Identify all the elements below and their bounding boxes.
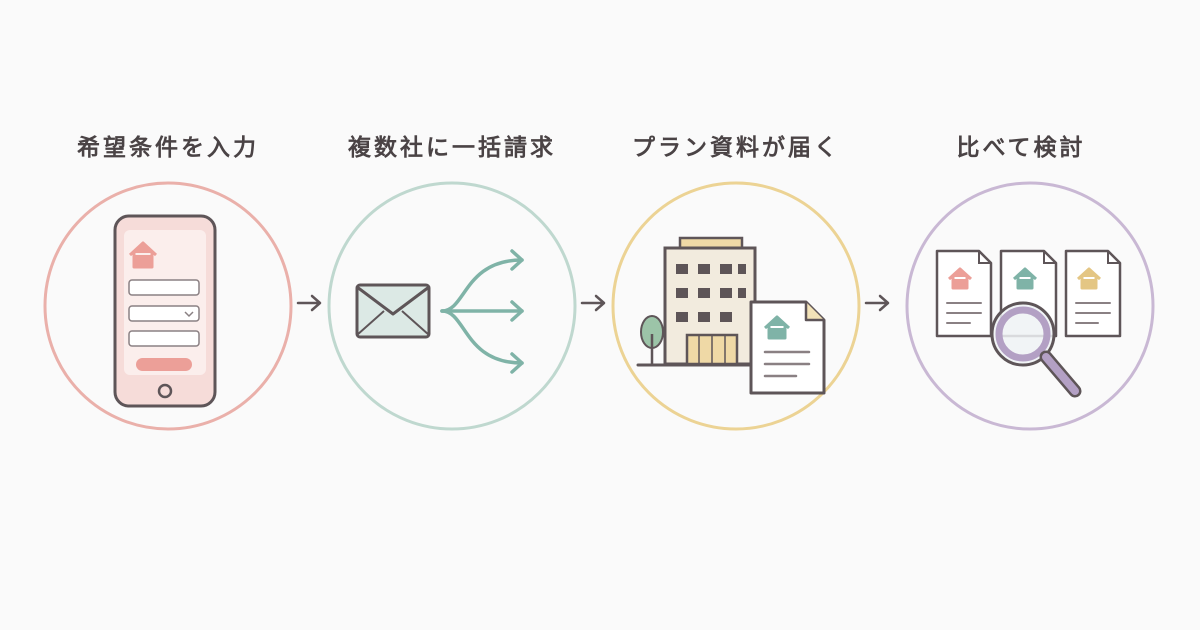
step-4-circle <box>905 181 1155 431</box>
step-2-circle <box>327 181 577 431</box>
flow-arrow-2-icon <box>580 294 606 312</box>
step-3-title: プラン資料が届く <box>632 135 840 161</box>
building-document-icon <box>636 236 826 395</box>
step-2-title: 複数社に一括請求 <box>348 135 556 161</box>
flow-arrow-3-icon <box>864 294 890 312</box>
step-1-title: 希望条件を入力 <box>77 135 259 161</box>
compare-magnifier-icon <box>935 249 1122 398</box>
step-1-circle <box>43 181 293 431</box>
step-4-title: 比べて検討 <box>956 135 1086 161</box>
envelope-branch-icon <box>355 249 524 374</box>
flow-arrow-1-icon <box>296 294 322 312</box>
smartphone-form-icon <box>113 214 217 408</box>
step-3-circle <box>611 181 861 431</box>
